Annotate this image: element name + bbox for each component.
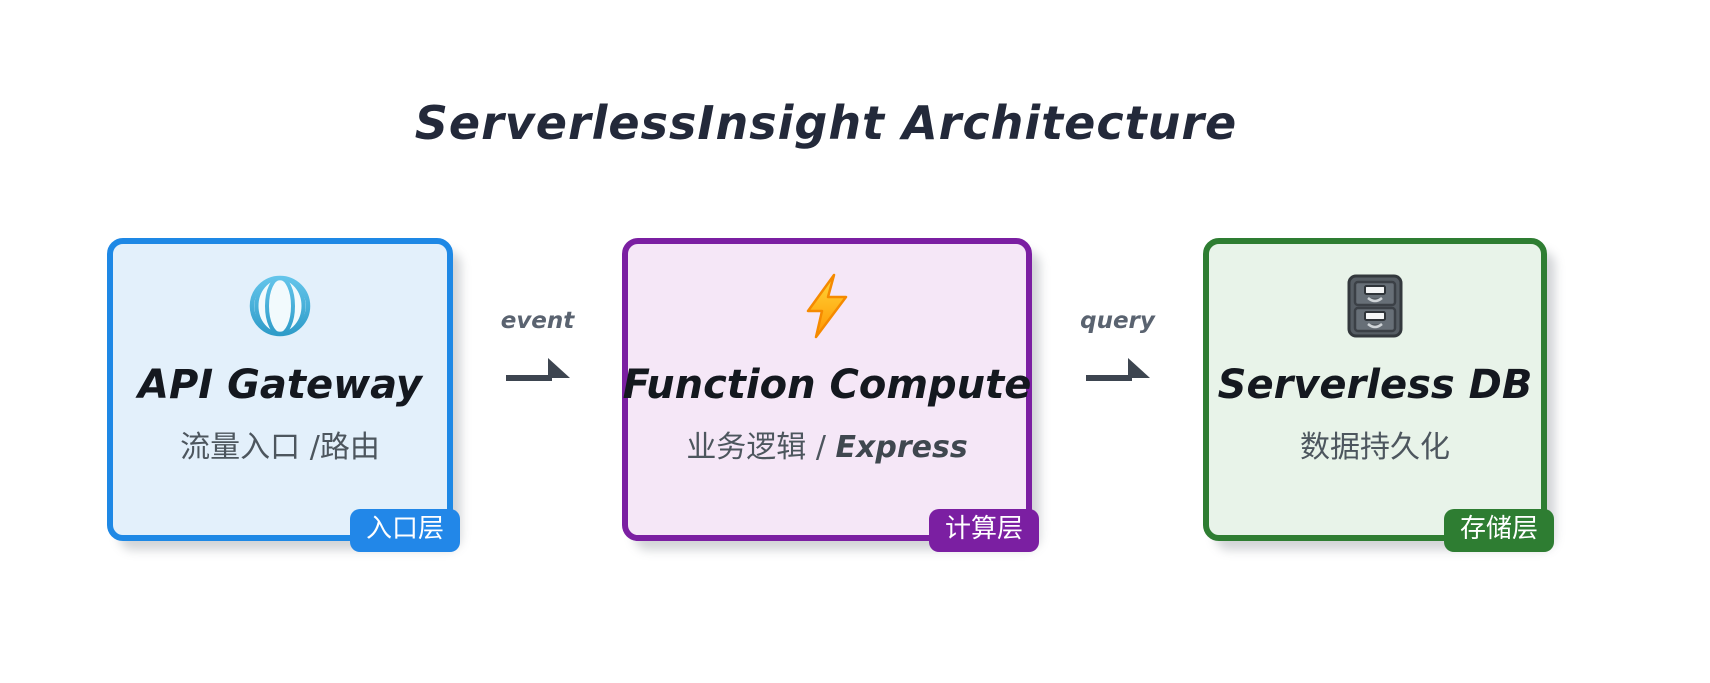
node-subtitle: 流量入口 /路由: [180, 430, 380, 465]
layer-badge: 计算层: [928, 508, 1039, 552]
lightning-icon: [800, 273, 854, 339]
layer-badge: 存储层: [1443, 508, 1554, 552]
file-cabinet-icon: [1344, 274, 1406, 338]
diagram-row: API Gateway 流量入口 /路由 入口层 event: [107, 238, 1554, 552]
edge-event: event: [453, 238, 622, 541]
node-subtitle: 业务逻辑 / Express: [686, 430, 968, 465]
arrow-right-icon: [505, 358, 570, 381]
node-serverless-db: Serverless DB 数据持久化 存储层: [1203, 238, 1554, 552]
edge-query: query: [1032, 238, 1203, 541]
node-title: API Gateway: [138, 362, 422, 408]
globe-icon: [248, 274, 312, 338]
arrow-right-icon: [1085, 358, 1150, 381]
node-api-gateway: API Gateway 流量入口 /路由 入口层: [107, 238, 460, 552]
node-function-compute: Function Compute 业务逻辑 / Express 计算层: [622, 238, 1039, 552]
node-title: Serverless DB: [1217, 362, 1533, 408]
edge-label: query: [1080, 308, 1155, 334]
edge-label: event: [500, 308, 575, 334]
node-title: Function Compute: [622, 362, 1032, 408]
node-subtitle: 数据持久化: [1300, 430, 1450, 465]
page-title: ServerlessInsight Architecture: [414, 96, 1238, 150]
layer-badge: 入口层: [349, 508, 460, 552]
